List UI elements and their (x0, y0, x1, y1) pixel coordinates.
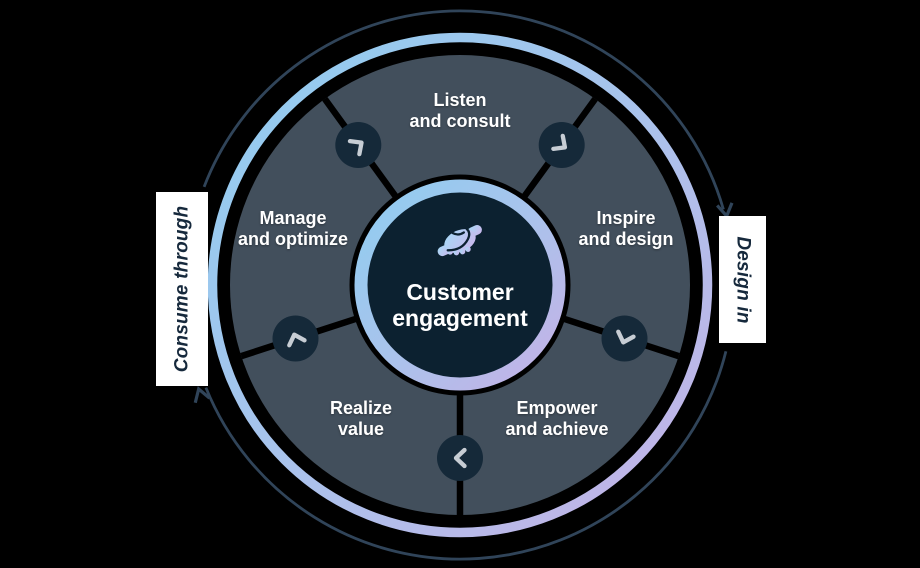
outer-gradient-ring (207, 32, 713, 538)
flow-arc-top (202, 9, 725, 210)
segment-label-inspire: Inspire and design (578, 207, 674, 250)
center-circle (354, 179, 566, 391)
chevron-down-right-icon (551, 133, 568, 151)
flow-node-left (272, 315, 319, 362)
flow-label-consume-through: Consume through (156, 192, 208, 386)
flow-node-top-left (335, 122, 382, 168)
segment-label-empower: Empower and achieve (505, 397, 609, 440)
flow-label-design-in-text: Design in (732, 235, 754, 324)
flow-label-design-in: Design in (719, 216, 766, 343)
chevron-up-right-icon (347, 139, 364, 157)
flow-arc-bottom (204, 350, 728, 561)
node-circle (538, 122, 585, 168)
node-circle (437, 435, 483, 481)
chevron-left-icon (453, 447, 467, 469)
flow-label-consume-through-text: Consume through (171, 205, 193, 373)
chevron-up-icon (287, 332, 307, 348)
center-title: Customer engagement (392, 278, 528, 332)
flow-arrowhead-right-icon (716, 202, 734, 219)
segment-label-listen: Listen and consult (409, 89, 511, 132)
chevron-down-icon (616, 329, 636, 345)
flow-nodes (272, 122, 648, 481)
segment-label-realize: Realize value (329, 397, 393, 440)
node-circle (272, 315, 319, 362)
flow-node-right (601, 315, 648, 362)
node-circle (335, 122, 382, 168)
node-circle (601, 315, 648, 362)
flow-node-bottom (437, 435, 483, 481)
segment-label-manage: Manage and optimize (237, 207, 348, 250)
flow-arrowhead-left-icon (193, 386, 211, 404)
flow-node-top-right (538, 122, 585, 168)
handshake-icon (437, 225, 482, 257)
